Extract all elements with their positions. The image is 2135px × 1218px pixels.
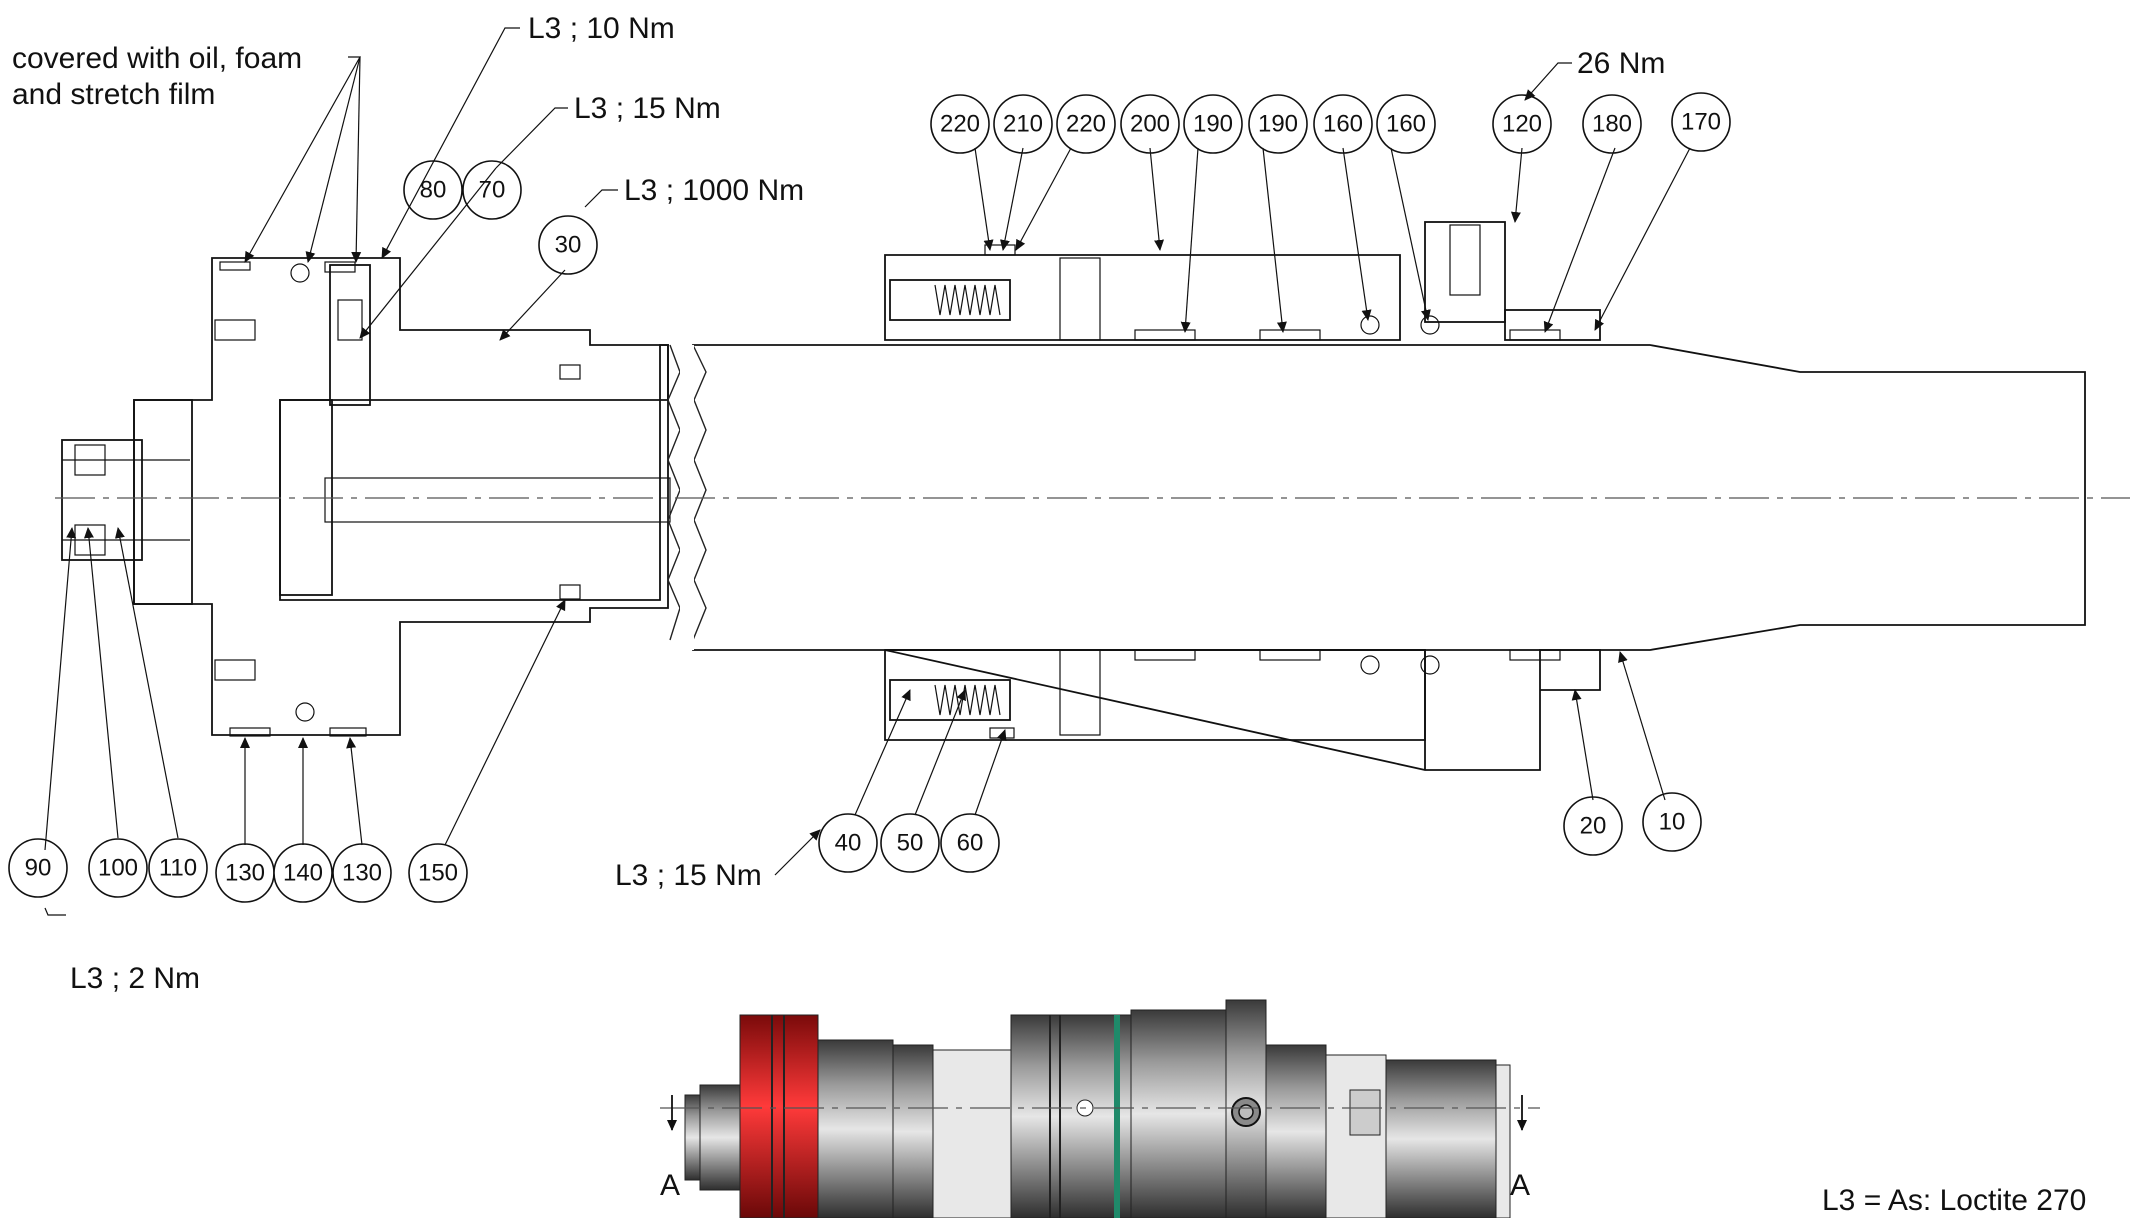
balloon-circle [462,160,522,220]
balloon-circle [818,813,878,873]
balloon-circle [1313,94,1373,154]
balloon-circle [1671,92,1731,152]
torque-note-10nm: L3 ; 10 Nm [528,12,675,45]
balloon-group: 220 210 220 200 190 190 160 160 120 180 170 80 70 30 9… [8,92,1731,903]
leader-lines [44,27,1691,916]
notes: covered with oil, foam and stretch film … [12,12,2086,1217]
torque-note-1000nm: L3 ; 1000 Nm [624,174,804,207]
balloon-label: 30 [555,232,582,259]
right-housing-upper [884,221,1601,341]
end-cap [61,439,190,561]
balloon-label: 160 [1323,111,1363,138]
exterior-view: A A [660,999,1540,1218]
balloon-circle [1248,94,1308,154]
torque-note-2nm: L3 ; 2 Nm [70,962,200,995]
balloon-circle [1642,792,1702,852]
balloon-label: 70 [479,177,506,204]
balloon-circle [1376,94,1436,154]
balloon-circle [993,94,1053,154]
spring-upper [934,284,1001,316]
balloon-label: 190 [1258,111,1298,138]
balloon-label: 120 [1502,111,1542,138]
red-band [739,1014,819,1218]
balloon-circle [1183,94,1243,154]
coating-note-line-2: and stretch film [12,78,215,111]
balloon-circle [940,813,1000,873]
balloon-label: 130 [225,860,265,887]
balloon-label: 170 [1681,109,1721,136]
balloon-circle [148,838,208,898]
right-housing-lower [884,649,1601,771]
section-mark-right: A [1510,1169,1530,1202]
balloon-label: 40 [835,830,862,857]
balloon-label: 90 [25,855,52,882]
section-view [55,221,2130,771]
balloon-label: 80 [420,177,447,204]
balloon-label: 200 [1130,111,1170,138]
balloon-label: 20 [1580,813,1607,840]
balloon-circle [1056,94,1116,154]
balloon-label: 220 [1066,111,1106,138]
balloon-circle [408,843,468,903]
balloon-circle [8,838,68,898]
section-mark-left: A [660,1169,680,1202]
balloon-label: 180 [1592,111,1632,138]
balloon-label: 190 [1193,111,1233,138]
coating-note-line-1: covered with oil, foam [12,42,302,75]
balloon-circle [403,160,463,220]
balloon-circle [930,94,990,154]
balloon-label: 140 [283,860,323,887]
green-band [1114,1015,1120,1218]
balloon-circle [1582,94,1642,154]
balloon-label: 10 [1659,809,1686,836]
torque-note-15nm-top: L3 ; 15 Nm [574,92,721,125]
balloon-label: 50 [897,830,924,857]
left-housing [133,257,669,737]
legend-note: L3 = As: Loctite 270 [1822,1184,2086,1217]
balloon-circle [88,838,148,898]
balloon-label: 160 [1386,111,1426,138]
balloon-circle [538,215,598,275]
balloon-label: 110 [159,855,197,882]
torque-note-15nm-bottom: L3 ; 15 Nm [615,859,762,892]
torque-note-26nm: 26 Nm [1577,47,1665,80]
balloon-label: 100 [98,855,138,882]
balloon-label: 220 [940,111,980,138]
balloon-label: 210 [1003,111,1043,138]
spring-lower [934,684,1001,716]
balloon-label: 150 [418,860,458,887]
balloon-label: 130 [342,860,382,887]
balloon-circle [880,813,940,873]
balloon-label: 60 [957,830,984,857]
